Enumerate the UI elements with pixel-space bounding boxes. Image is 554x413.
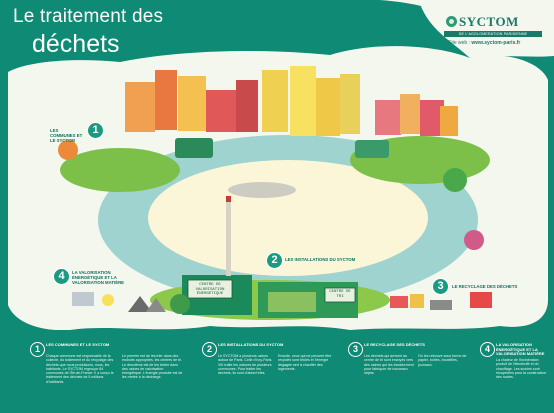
info-column-1-heading: LES COMMUNES ET LE SYCTOM [46, 342, 110, 347]
info-column-2-number: 2 [202, 342, 217, 357]
info-column-3-text: Les déchets qui arrivent au centre de tr… [364, 354, 414, 376]
city-buildings [125, 66, 458, 136]
logo-cloud [420, 0, 554, 58]
info-column-3-heading: LE RECYCLAGE DES DÉCHETS [364, 342, 425, 347]
sign-sorting-center: CENTRE DE TRI [329, 290, 351, 299]
logo-site-prefix: Site web : [448, 40, 470, 46]
grass-left [60, 148, 180, 192]
truck-left [175, 138, 213, 158]
step-2-badge: 2 [266, 252, 283, 269]
info-column-1-text-2: Le premier est de les trier dans des end… [122, 354, 183, 380]
step-2-label: LES INSTALLATIONS DU SYCTOM [285, 257, 356, 262]
tree-left [58, 140, 78, 160]
step-1-label: LES COMMUNES ET LE SYCTOM [50, 128, 83, 143]
syctom-logo-icon [446, 16, 457, 27]
energy-icons [72, 292, 166, 312]
logo-site: Site web : www.syctom-paris.fr [448, 40, 520, 46]
info-column-2-text-2: Ensuite, ceux qui ne peuvent être recycl… [278, 354, 332, 371]
logo-site-url[interactable]: www.syctom-paris.fr [471, 40, 521, 46]
step-4-label: LA VALORISATION ÉNERGÉTIQUE ET LA VALORI… [72, 270, 125, 285]
info-column-3-text-2: On les retrouve sous forme de papier, bo… [418, 354, 467, 367]
logo-tagline: DE L'AGGLOMERATION PARISIENNE [444, 31, 542, 37]
tree-pink [464, 230, 484, 250]
tree-right [443, 168, 467, 192]
info-column-4-number: 4 [480, 342, 495, 357]
page-title-line1: Le traitement des [13, 6, 164, 27]
sign-energy-center: CENTRE DE VALORISATION ÉNERGÉTIQUE [195, 283, 225, 297]
factory-sorting [258, 282, 358, 318]
info-column-1-text: Chaque commune est responsable de la col… [46, 354, 114, 384]
recycling-items [390, 292, 492, 310]
tree-bottom [170, 294, 190, 314]
step-4-badge: 4 [53, 268, 70, 285]
info-column-1-number: 1 [30, 342, 45, 357]
info-column-3-number: 3 [348, 342, 363, 357]
info-column-4-text: La chaleur de l'incinération produit de … [496, 358, 547, 380]
logo-name: SYCTOM [459, 14, 519, 29]
info-column-4-heading: LA VALORISATION ÉNERGÉTIQUE ET LA VALORI… [496, 342, 545, 357]
info-column-2-text: Le SYCTOM a plusieurs usines autour de P… [218, 354, 272, 376]
step-3-badge: 3 [432, 278, 449, 295]
page-title-line2: déchets [32, 30, 120, 58]
info-panel [0, 330, 554, 413]
road-center [148, 160, 428, 276]
step-3-label: LE RECYCLAGE DES DÉCHETS [452, 284, 518, 289]
info-column-2-heading: LES INSTALLATIONS DU SYCTOM [218, 342, 284, 347]
factory-energy [182, 182, 296, 315]
truck-right [355, 140, 389, 158]
syctom-logo[interactable]: SYCTOM DE L'AGGLOMERATION PARISIENNE Sit… [444, 14, 542, 51]
step-1-badge: 1 [87, 122, 104, 139]
